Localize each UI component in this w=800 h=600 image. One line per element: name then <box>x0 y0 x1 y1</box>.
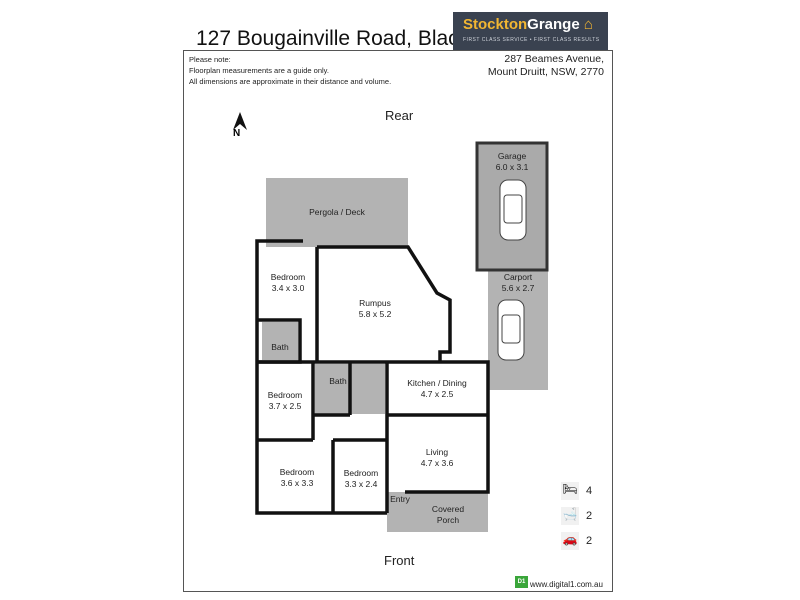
room-entry: Entry <box>390 494 410 504</box>
compass <box>233 112 247 130</box>
footer-website[interactable]: www.digital1.com.au <box>530 580 603 589</box>
agency-address: 287 Beames Avenue, Mount Druitt, NSW, 27… <box>488 53 604 79</box>
agency-logo: StocktonGrange ⌂ FIRST CLASS SERVICE • F… <box>453 12 608 50</box>
porch-area <box>387 492 488 532</box>
bathroom-count: 2 <box>586 510 593 522</box>
logo-tagline: FIRST CLASS SERVICE • FIRST CLASS RESULT… <box>463 37 600 43</box>
parking-count: 2 <box>586 535 593 547</box>
pergola-area <box>266 178 408 247</box>
disclaimer-notes: Please note: Floorplan measurements are … <box>189 54 391 87</box>
logo-brand-1: Stockton <box>463 16 528 33</box>
digital1-logo: D1 <box>515 576 528 588</box>
walls <box>255 239 490 515</box>
bath-floor <box>262 322 298 360</box>
room-pergola: Pergola / Deck <box>309 207 365 217</box>
bedroom-count: 4 <box>586 485 593 497</box>
room-bath-2: Bath <box>329 376 347 386</box>
rear-label: Rear <box>385 108 414 123</box>
house-icon: ⌂ <box>579 16 593 33</box>
logo-brand-2: Grange <box>527 16 580 33</box>
note-line: Please note: <box>189 55 231 64</box>
plan-frame <box>183 50 613 592</box>
note-line: Floorplan measurements are a guide only. <box>189 66 329 75</box>
address-line: Mount Druitt, NSW, 2770 <box>487 66 604 78</box>
property-title: 127 Bougainville Road, Blackett <box>196 27 493 50</box>
address-line: 287 Beames Avenue, <box>504 53 604 65</box>
room-bath-1: Bath <box>271 342 289 352</box>
front-label: Front <box>384 553 415 568</box>
note-line: All dimensions are approximate in their … <box>189 77 392 86</box>
bath-icon: 🛁 <box>561 507 579 525</box>
car-garage-icon: 🚗 <box>561 532 579 550</box>
cars <box>497 179 527 361</box>
north-label: N <box>233 128 241 139</box>
north-arrow-icon <box>233 112 247 130</box>
bed-icon: 🛏 <box>561 482 579 500</box>
